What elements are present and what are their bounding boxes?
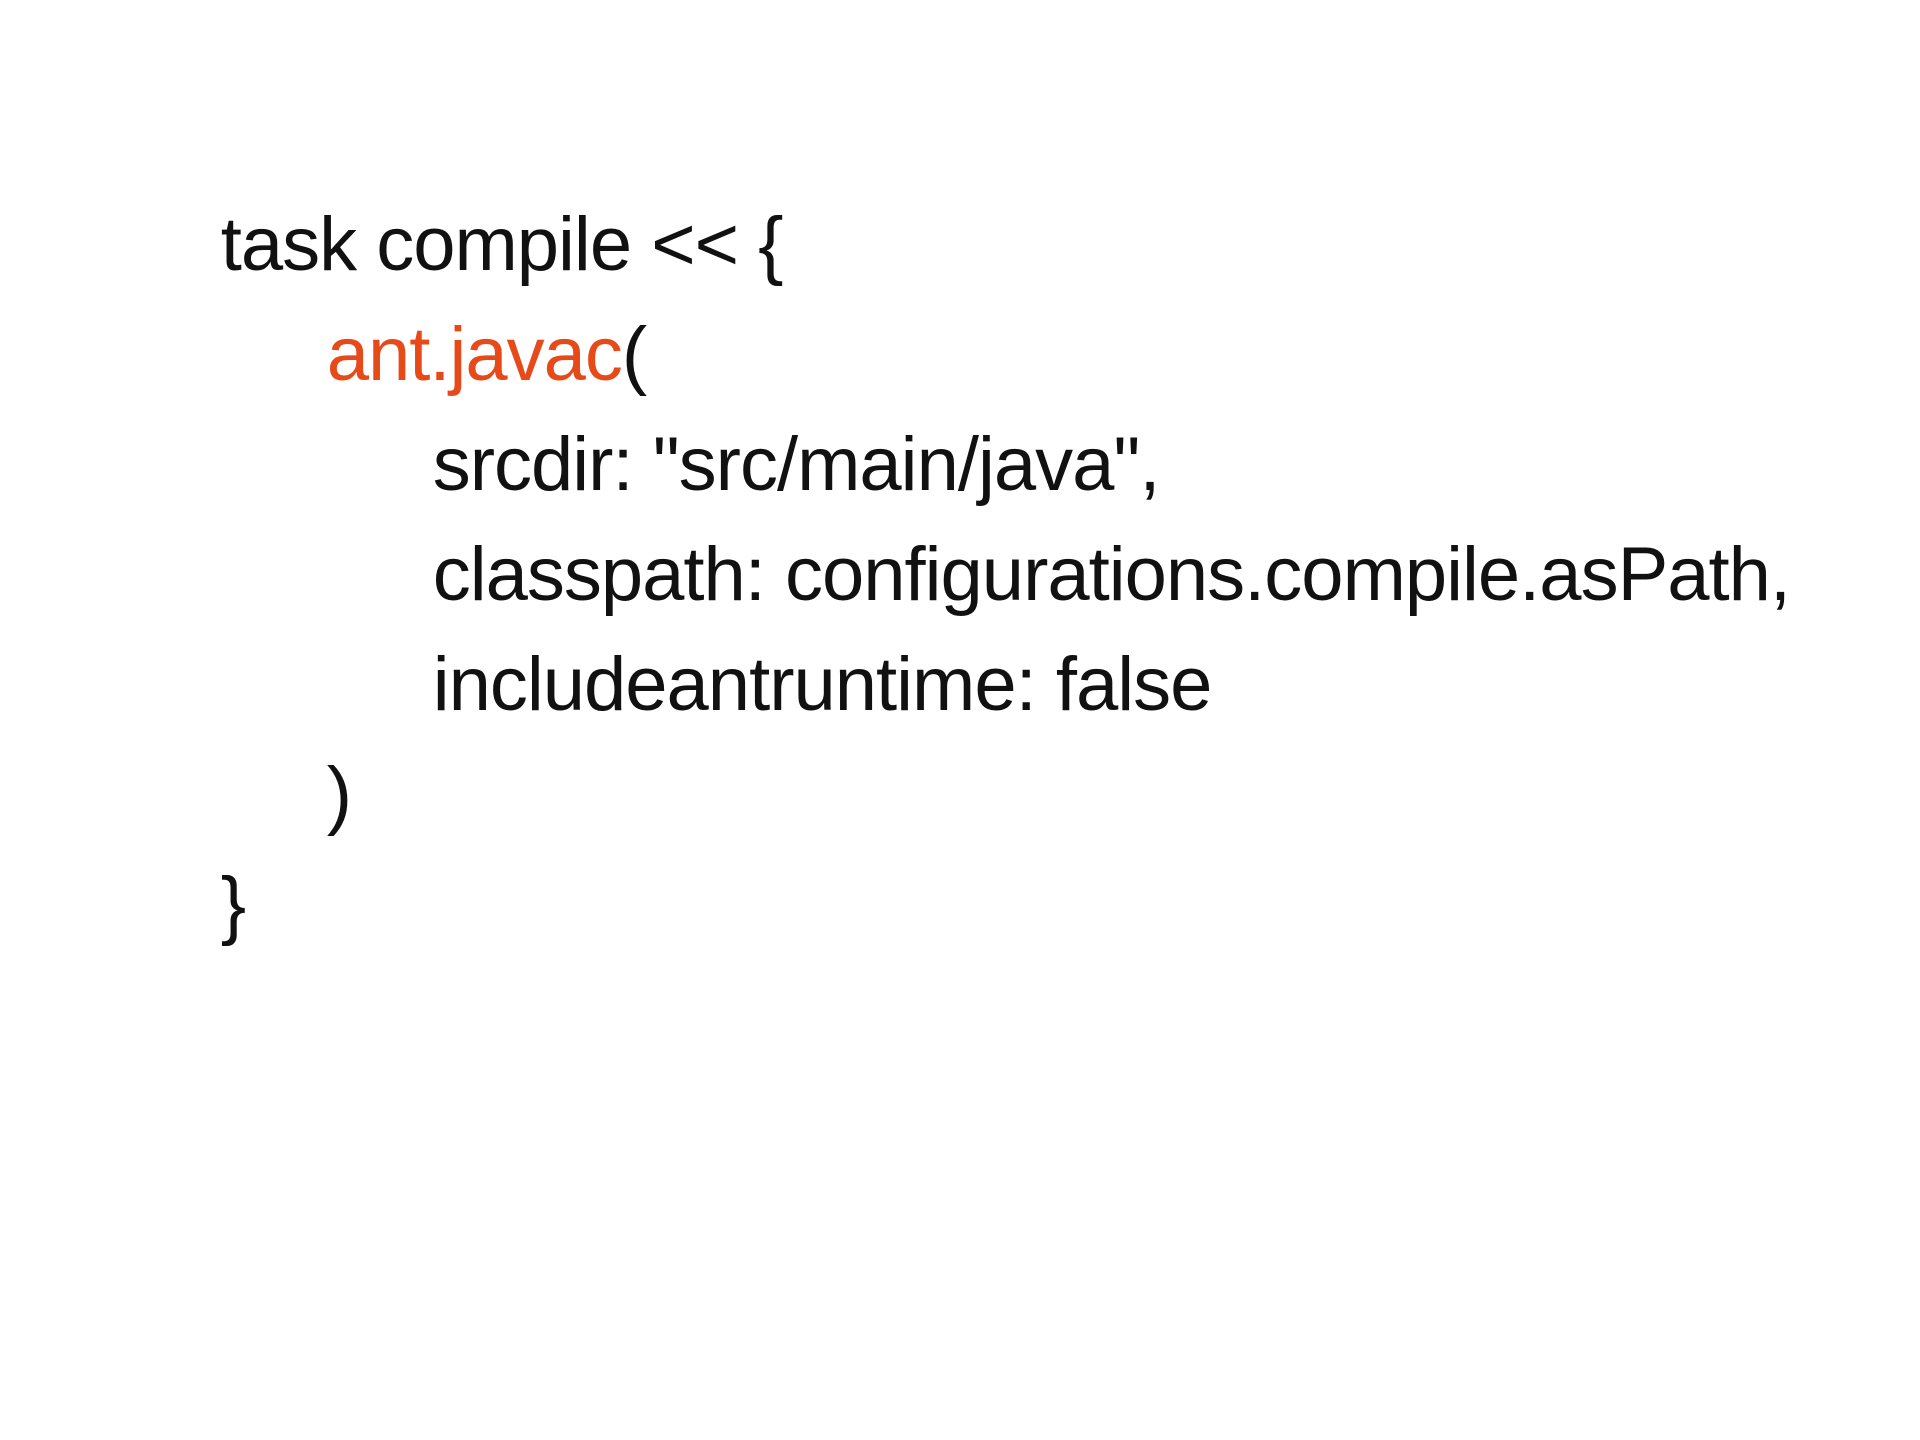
code-text: includeantruntime: false (432, 642, 1213, 727)
code-line-task-declaration: task compile << { (100, 80, 1790, 287)
code-line-ant-javac-call: ant.javac( (100, 190, 1790, 397)
code-line-close-brace: } (100, 740, 1790, 947)
code-line-includeantruntime: includeantruntime: false (100, 520, 1790, 727)
code-text: task compile << { (220, 202, 784, 287)
code-block: task compile << { ant.javac( srcdir: "sr… (100, 80, 1791, 947)
code-line-close-paren: ) (100, 630, 1790, 837)
code-line-srcdir: srcdir: "src/main/java", (100, 300, 1790, 507)
code-text: srcdir: "src/main/java", (432, 422, 1161, 507)
code-text: } (220, 862, 246, 947)
code-text: classpath: configurations.compile.asPath… (432, 532, 1791, 617)
code-text: ) (326, 752, 352, 837)
code-line-classpath: classpath: configurations.compile.asPath… (100, 410, 1791, 617)
open-paren: ( (621, 312, 647, 397)
highlighted-method-name: ant.javac (326, 312, 623, 397)
